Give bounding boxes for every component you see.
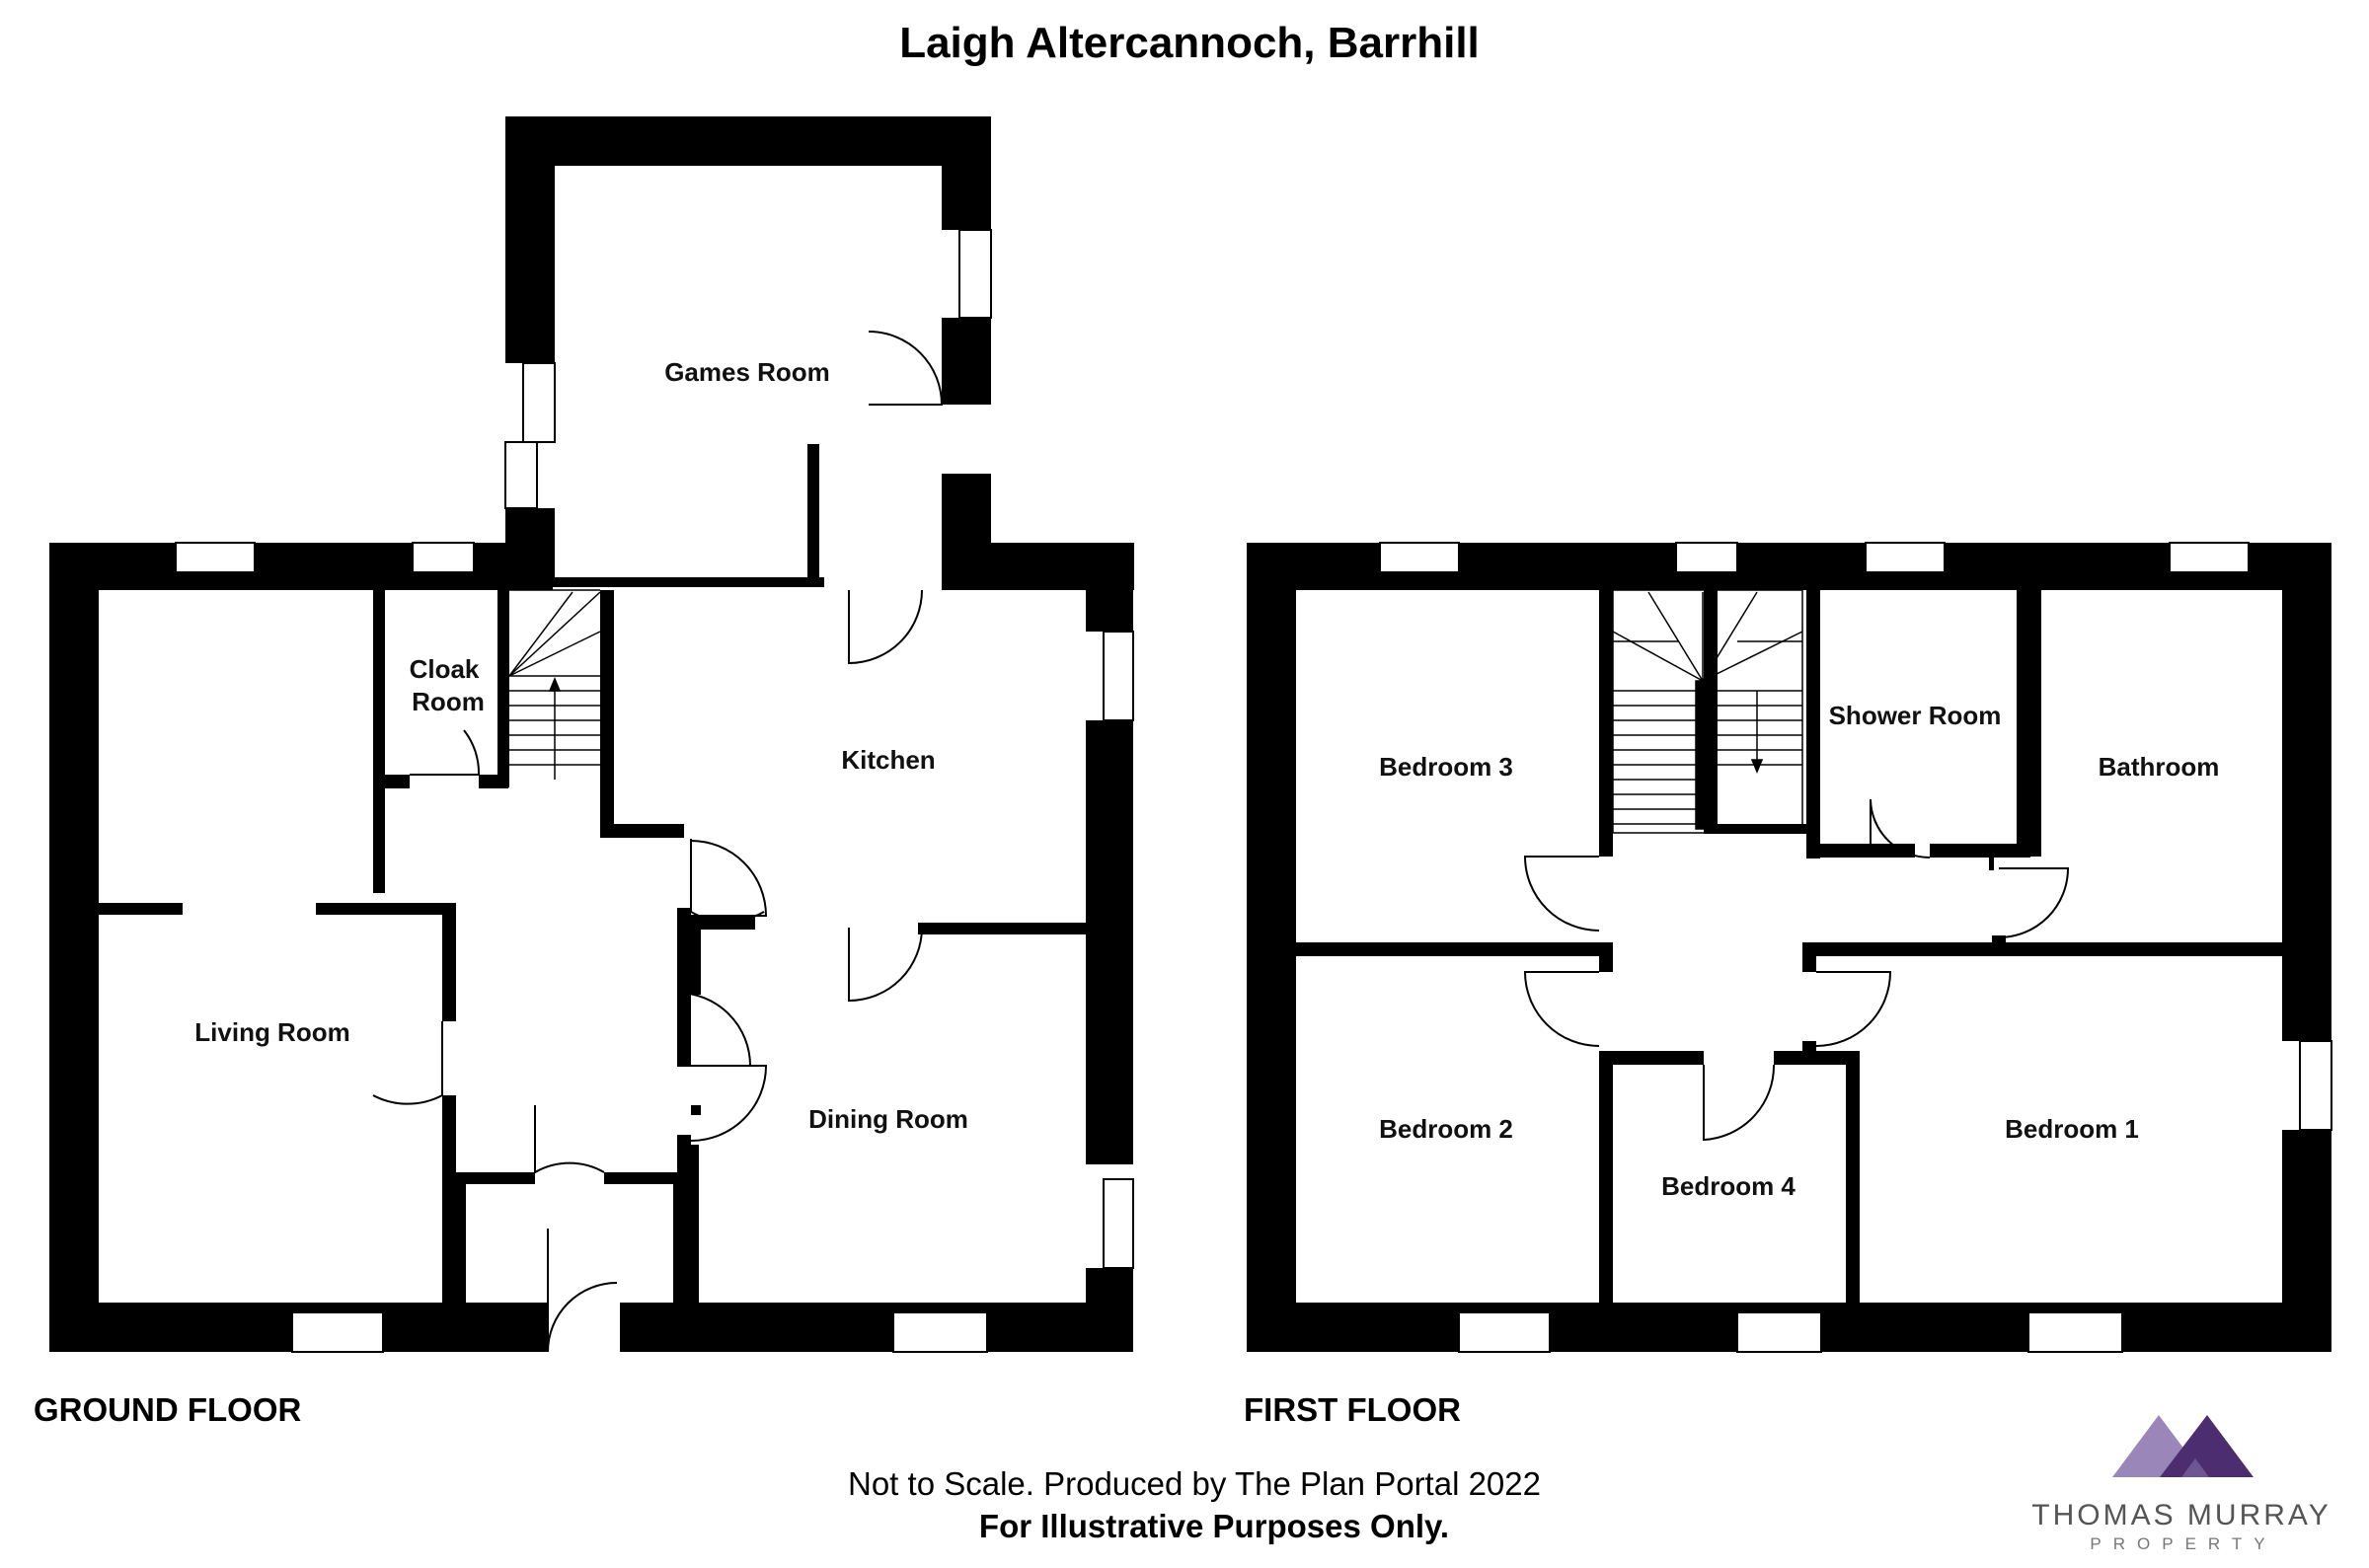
first-floor-window-bays xyxy=(1362,543,2266,590)
room-label-kitchen: Kitchen xyxy=(841,745,935,775)
room-label-shower-room: Shower Room xyxy=(1829,701,2002,730)
room-label-bedroom-2: Bedroom 2 xyxy=(1379,1114,1513,1144)
page-title: Laigh Altercannoch, Barrhill xyxy=(899,19,1480,67)
first-floor-windows xyxy=(1379,542,2332,1353)
first-floor-doors xyxy=(1523,798,2070,1142)
first-floor-plan xyxy=(1247,543,2331,1352)
first-floor-label: FIRST FLOOR xyxy=(1244,1391,1461,1428)
brand-name: THOMAS MURRAY xyxy=(2031,1499,2331,1531)
room-label-cloak-room-line2: Room xyxy=(412,687,485,716)
room-label-bathroom: Bathroom xyxy=(2099,752,2220,782)
room-label-bedroom-4: Bedroom 4 xyxy=(1661,1171,1796,1201)
room-label-cloak-room-line1: Cloak xyxy=(410,654,480,684)
ground-floor-label: GROUND FLOOR xyxy=(34,1391,301,1428)
brand-sub: PROPERTY xyxy=(2090,1534,2276,1553)
thomas-murray-logo: THOMAS MURRAY PROPERTY xyxy=(2031,1415,2331,1553)
room-label-bedroom-1: Bedroom 1 xyxy=(2005,1114,2139,1144)
footer-note: Not to Scale. Produced by The Plan Porta… xyxy=(848,1465,1541,1502)
footer-disclaimer: For Illustrative Purposes Only. xyxy=(979,1508,1449,1544)
first-floor-stairs xyxy=(1612,589,1803,834)
room-label-games-room: Games Room xyxy=(664,357,830,387)
logo-right-peak xyxy=(2160,1415,2254,1477)
ground-floor-stairs xyxy=(508,589,601,780)
room-label-living-room: Living Room xyxy=(194,1017,349,1047)
room-label-dining-room: Dining Room xyxy=(808,1104,968,1134)
room-label-bedroom-3: Bedroom 3 xyxy=(1379,752,1513,782)
ground-floor-window-bays xyxy=(158,543,492,590)
ground-floor-doors xyxy=(372,331,944,1353)
